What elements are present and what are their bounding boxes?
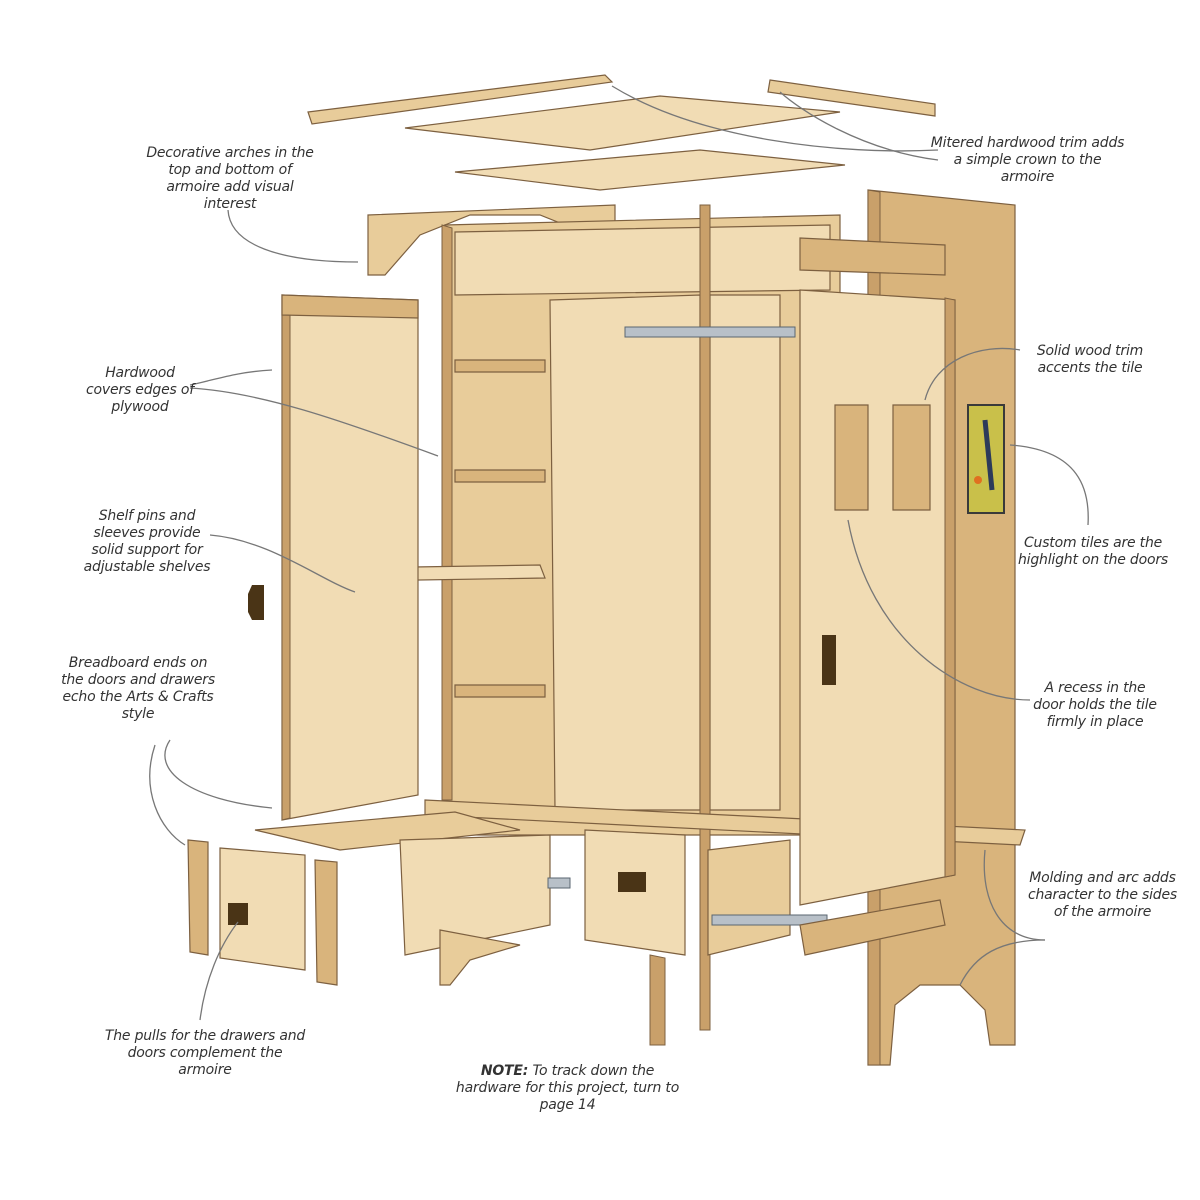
callout-breadboard-ends: Breadboard ends on the doors and drawers… — [61, 655, 215, 722]
drawer-pull — [618, 872, 646, 892]
door-pull — [822, 635, 836, 685]
left-door — [248, 294, 419, 821]
callout-custom-tiles: Custom tiles are the highlight on the do… — [1018, 535, 1168, 568]
callout-pulls: The pulls for the drawers and doors comp… — [104, 1028, 306, 1078]
note-text: To track down the hardware for this proj… — [455, 1063, 680, 1113]
callout-decorative-arches: Decorative arches in the top and bottom … — [146, 145, 314, 212]
callout-hardwood-edges: Hardwood covers edges of plywood — [86, 365, 194, 415]
closet-rod — [624, 326, 796, 338]
callout-molding-arc: Molding and arc adds character to the si… — [1028, 870, 1177, 920]
crown-trim — [307, 74, 936, 191]
drawer-pull — [228, 903, 248, 925]
hardware-note: NOTE: To track down the hardware for thi… — [455, 1063, 680, 1114]
carcass — [351, 204, 1026, 1031]
callout-shelf-pins: Shelf pins and sleeves provide solid sup… — [83, 508, 211, 575]
right-door — [799, 237, 1005, 906]
callout-solid-wood-trim: Solid wood trim accents the tile — [1036, 343, 1144, 376]
drawers — [187, 811, 946, 1046]
leader-lines — [149, 85, 1089, 1021]
callout-recess: A recess in the door holds the tile firm… — [1033, 680, 1157, 730]
note-prefix: NOTE: — [480, 1063, 529, 1079]
callout-mitered-trim: Mitered hardwood trim adds a simple crow… — [930, 135, 1125, 185]
bottom-rail — [799, 899, 946, 956]
door-pull — [248, 585, 264, 620]
